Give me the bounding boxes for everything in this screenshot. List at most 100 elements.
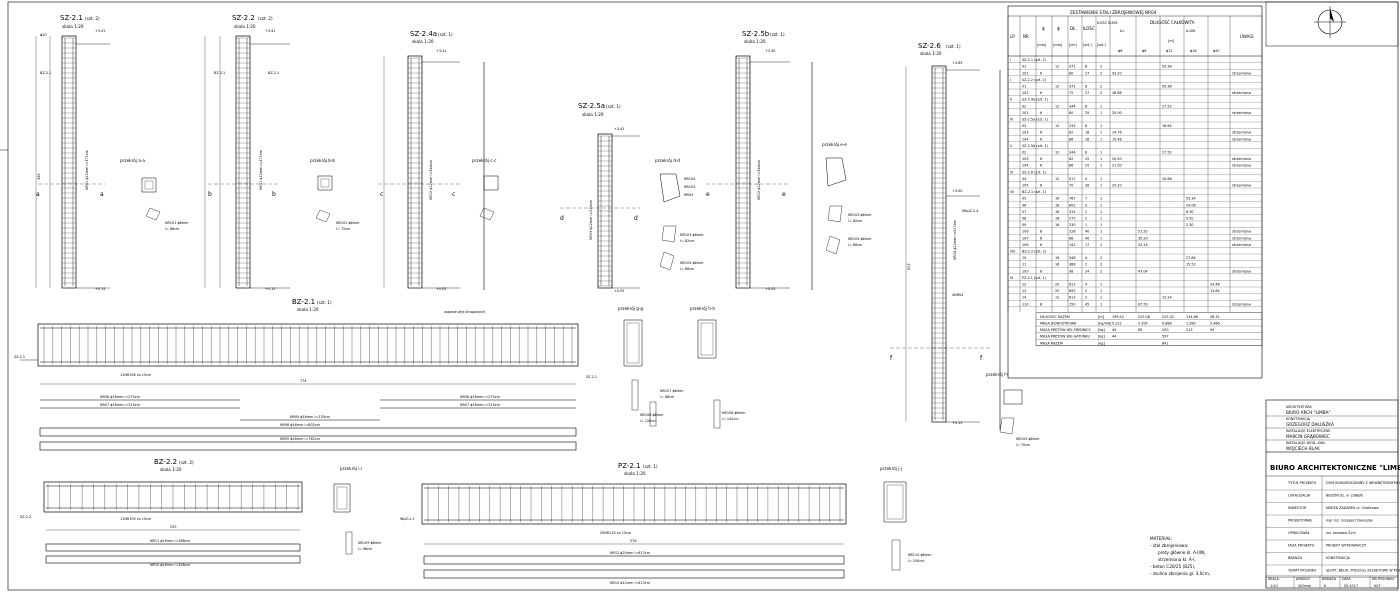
table-cell: 105 (1022, 184, 1028, 188)
svg-text:- stal zbrojeniowa:: - stal zbrojeniowa: (1150, 543, 1188, 548)
svg-text:NR09 ϕ16mm l=230cm: NR09 ϕ16mm l=230cm (290, 415, 331, 419)
table-cell: 8 (1040, 302, 1042, 306)
svg-text:- otulina zbrojenia gr. 3,0cm,: - otulina zbrojenia gr. 3,0cm, (1150, 571, 1210, 576)
table-cell: 2 (1100, 256, 1102, 260)
table-cell: 21.50 (1112, 164, 1122, 168)
table-cell: 275 (1069, 217, 1075, 221)
table-group-name: SZ-2.6 (szt. 1) (1022, 170, 1047, 174)
table-cell: 88 (1069, 236, 1073, 240)
svg-text:(szt. 1): (szt. 1) (606, 104, 621, 109)
table-sum-value: 0.395 (1138, 322, 1148, 326)
table-cell: 04 (1022, 177, 1026, 181)
svg-text:11NR106 co 15cm: 11NR106 co 15cm (120, 373, 152, 377)
svg-text:przekrój h-h: przekrój h-h (690, 306, 715, 311)
dia-6: ϕ6 (1118, 49, 1122, 53)
svg-text:skala 1:20: skala 1:20 (297, 307, 319, 312)
table-sum-label: DŁUGOŚĆ RAZEM (1040, 314, 1070, 319)
svg-text:przekrój j-j: przekrój j-j (880, 466, 902, 471)
table-sum-label: MASA PRĘTÓW WG ŚREDNICY (1040, 327, 1092, 332)
table-cell: 388 (1069, 263, 1075, 267)
table-cell: 80 (1069, 111, 1073, 115)
table-cell: 6 (1040, 91, 1042, 95)
table-cell: 4 (1085, 256, 1087, 260)
table-cell: 802 (1069, 203, 1075, 207)
table-cell: 6 (1040, 184, 1042, 188)
table-cell: 8 (1085, 104, 1087, 108)
column-sz-2-5b: SZ-2.5b (szt. 1) skala 1:20 NR02 ϕ12mm l… (706, 30, 872, 291)
table-sum-value: 0.888 (1162, 322, 1172, 326)
table-cell: 86 (1069, 137, 1073, 141)
table-cell: 8 (1040, 230, 1042, 234)
table-cell: 1 (1100, 124, 1102, 128)
table-cell: 25 (1085, 157, 1089, 161)
table-cell: 2 (1100, 65, 1102, 69)
tb-bottom-key: ARKUSZ (1296, 577, 1310, 581)
svg-text:f: f (980, 355, 983, 362)
table-cell: 05 (1022, 197, 1026, 201)
svg-text:(szt. 1): (szt. 1) (643, 464, 658, 469)
table-sum-value: 2.466 (1210, 322, 1220, 326)
svg-text:NR03: NR03 (684, 193, 693, 197)
svg-text:576: 576 (630, 539, 636, 543)
table-group-index: IV (1010, 118, 1014, 122)
table-cell: 1 (1085, 223, 1087, 227)
table-cell: 6 (1040, 131, 1042, 135)
table-cell: strzemiona (1232, 71, 1251, 75)
tb-field-value: MAREK ZADAREK ul. Chabrowa (1326, 506, 1379, 510)
table-cell: 1 (1100, 197, 1102, 201)
table-cell: 1 (1100, 217, 1102, 221)
table-cell: 40 (1085, 236, 1089, 240)
svg-text:SZ-2.5a: SZ-2.5a (578, 102, 605, 110)
svg-text:+0.05: +0.05 (614, 289, 624, 293)
table-sum-unit: [kg] (1098, 328, 1105, 332)
table-cell: 103 (1022, 131, 1028, 135)
table-cell: 1 (1100, 157, 1102, 161)
table-group-name: BZ-2.1 (szt. 1) (1022, 190, 1047, 194)
svg-text:przekrój c-c: przekrój c-c (472, 158, 497, 163)
table-cell: 24.14 (1138, 243, 1148, 247)
svg-text:NR03 ϕ12mm l=233cm: NR03 ϕ12mm l=233cm (589, 199, 593, 240)
column-sz-2-4a: SZ-2.4a (szt. 1) skala 1:20 NR02 ϕ12mm l… (378, 30, 499, 291)
tb-field-value: KONSTRUKCJA (1326, 556, 1351, 560)
table-cell: 2 (1100, 71, 1102, 75)
svg-text:(szt. 2): (szt. 2) (258, 16, 273, 21)
tb-bottom-key: DATA (1342, 577, 1351, 581)
svg-text:(szt. 1): (szt. 1) (317, 300, 332, 305)
svg-text:BZ-2.1: BZ-2.1 (214, 71, 225, 75)
table-cell: 53.34 (1186, 197, 1196, 201)
table-cell: 12 (1055, 177, 1059, 181)
dia-8: ϕ8 (1142, 49, 1146, 53)
table-cell: 1 (1100, 289, 1102, 293)
dia-16: ϕ16 (1190, 49, 1197, 53)
svg-text:zapasie płyt stropowych: zapasie płyt stropowych (444, 310, 485, 314)
table-cell: 517 (1069, 177, 1075, 181)
table-cell: 15.52 (1186, 263, 1196, 267)
column-sz-2-6: SZ-2.6 (szt. 1) skala 1:20 503 NR04 ϕ12m… (890, 42, 1040, 447)
table-cell: 101 (1022, 111, 1028, 115)
table-cell: 59.36 (1162, 85, 1172, 89)
svg-text:e: e (782, 191, 786, 198)
table-group-name: PZ-2.1 (szt. 1) (1022, 276, 1047, 280)
svg-text:+0.15: +0.15 (95, 287, 105, 291)
table-cell: 1 (1100, 203, 1102, 207)
table-group-name: SZ-2.1 (szt. 2) (1022, 58, 1047, 62)
table-sum-value: 225.08 (1138, 315, 1150, 319)
table-cell: 14.76 (1112, 131, 1122, 135)
table-cell: 18 (1085, 137, 1089, 141)
svg-text:NR104: NR104 (684, 177, 695, 181)
table-cell: 16 (1055, 197, 1059, 201)
svg-text:e: e (706, 191, 710, 198)
table-cell: 108 (1022, 243, 1028, 247)
table-header-a3: A-IIIN (1186, 29, 1195, 33)
table-cell: 1 (1100, 131, 1102, 135)
table-cell: 67.50 (1138, 302, 1148, 306)
table-header-lp: LP. (1010, 34, 1015, 39)
tb-bottom-value: 420mm (1298, 584, 1312, 588)
table-cell: 344 (1069, 151, 1075, 155)
svg-text:+0.15: +0.15 (952, 421, 962, 425)
table-cell: strzemiona (1232, 302, 1251, 306)
tb-office-name: BIURO ARCHITEKTONICZNE "LIMBA" (1270, 464, 1400, 472)
svg-text:29NR110 co 15cm: 29NR110 co 15cm (600, 531, 632, 535)
table-cell: 2 (1085, 289, 1087, 293)
